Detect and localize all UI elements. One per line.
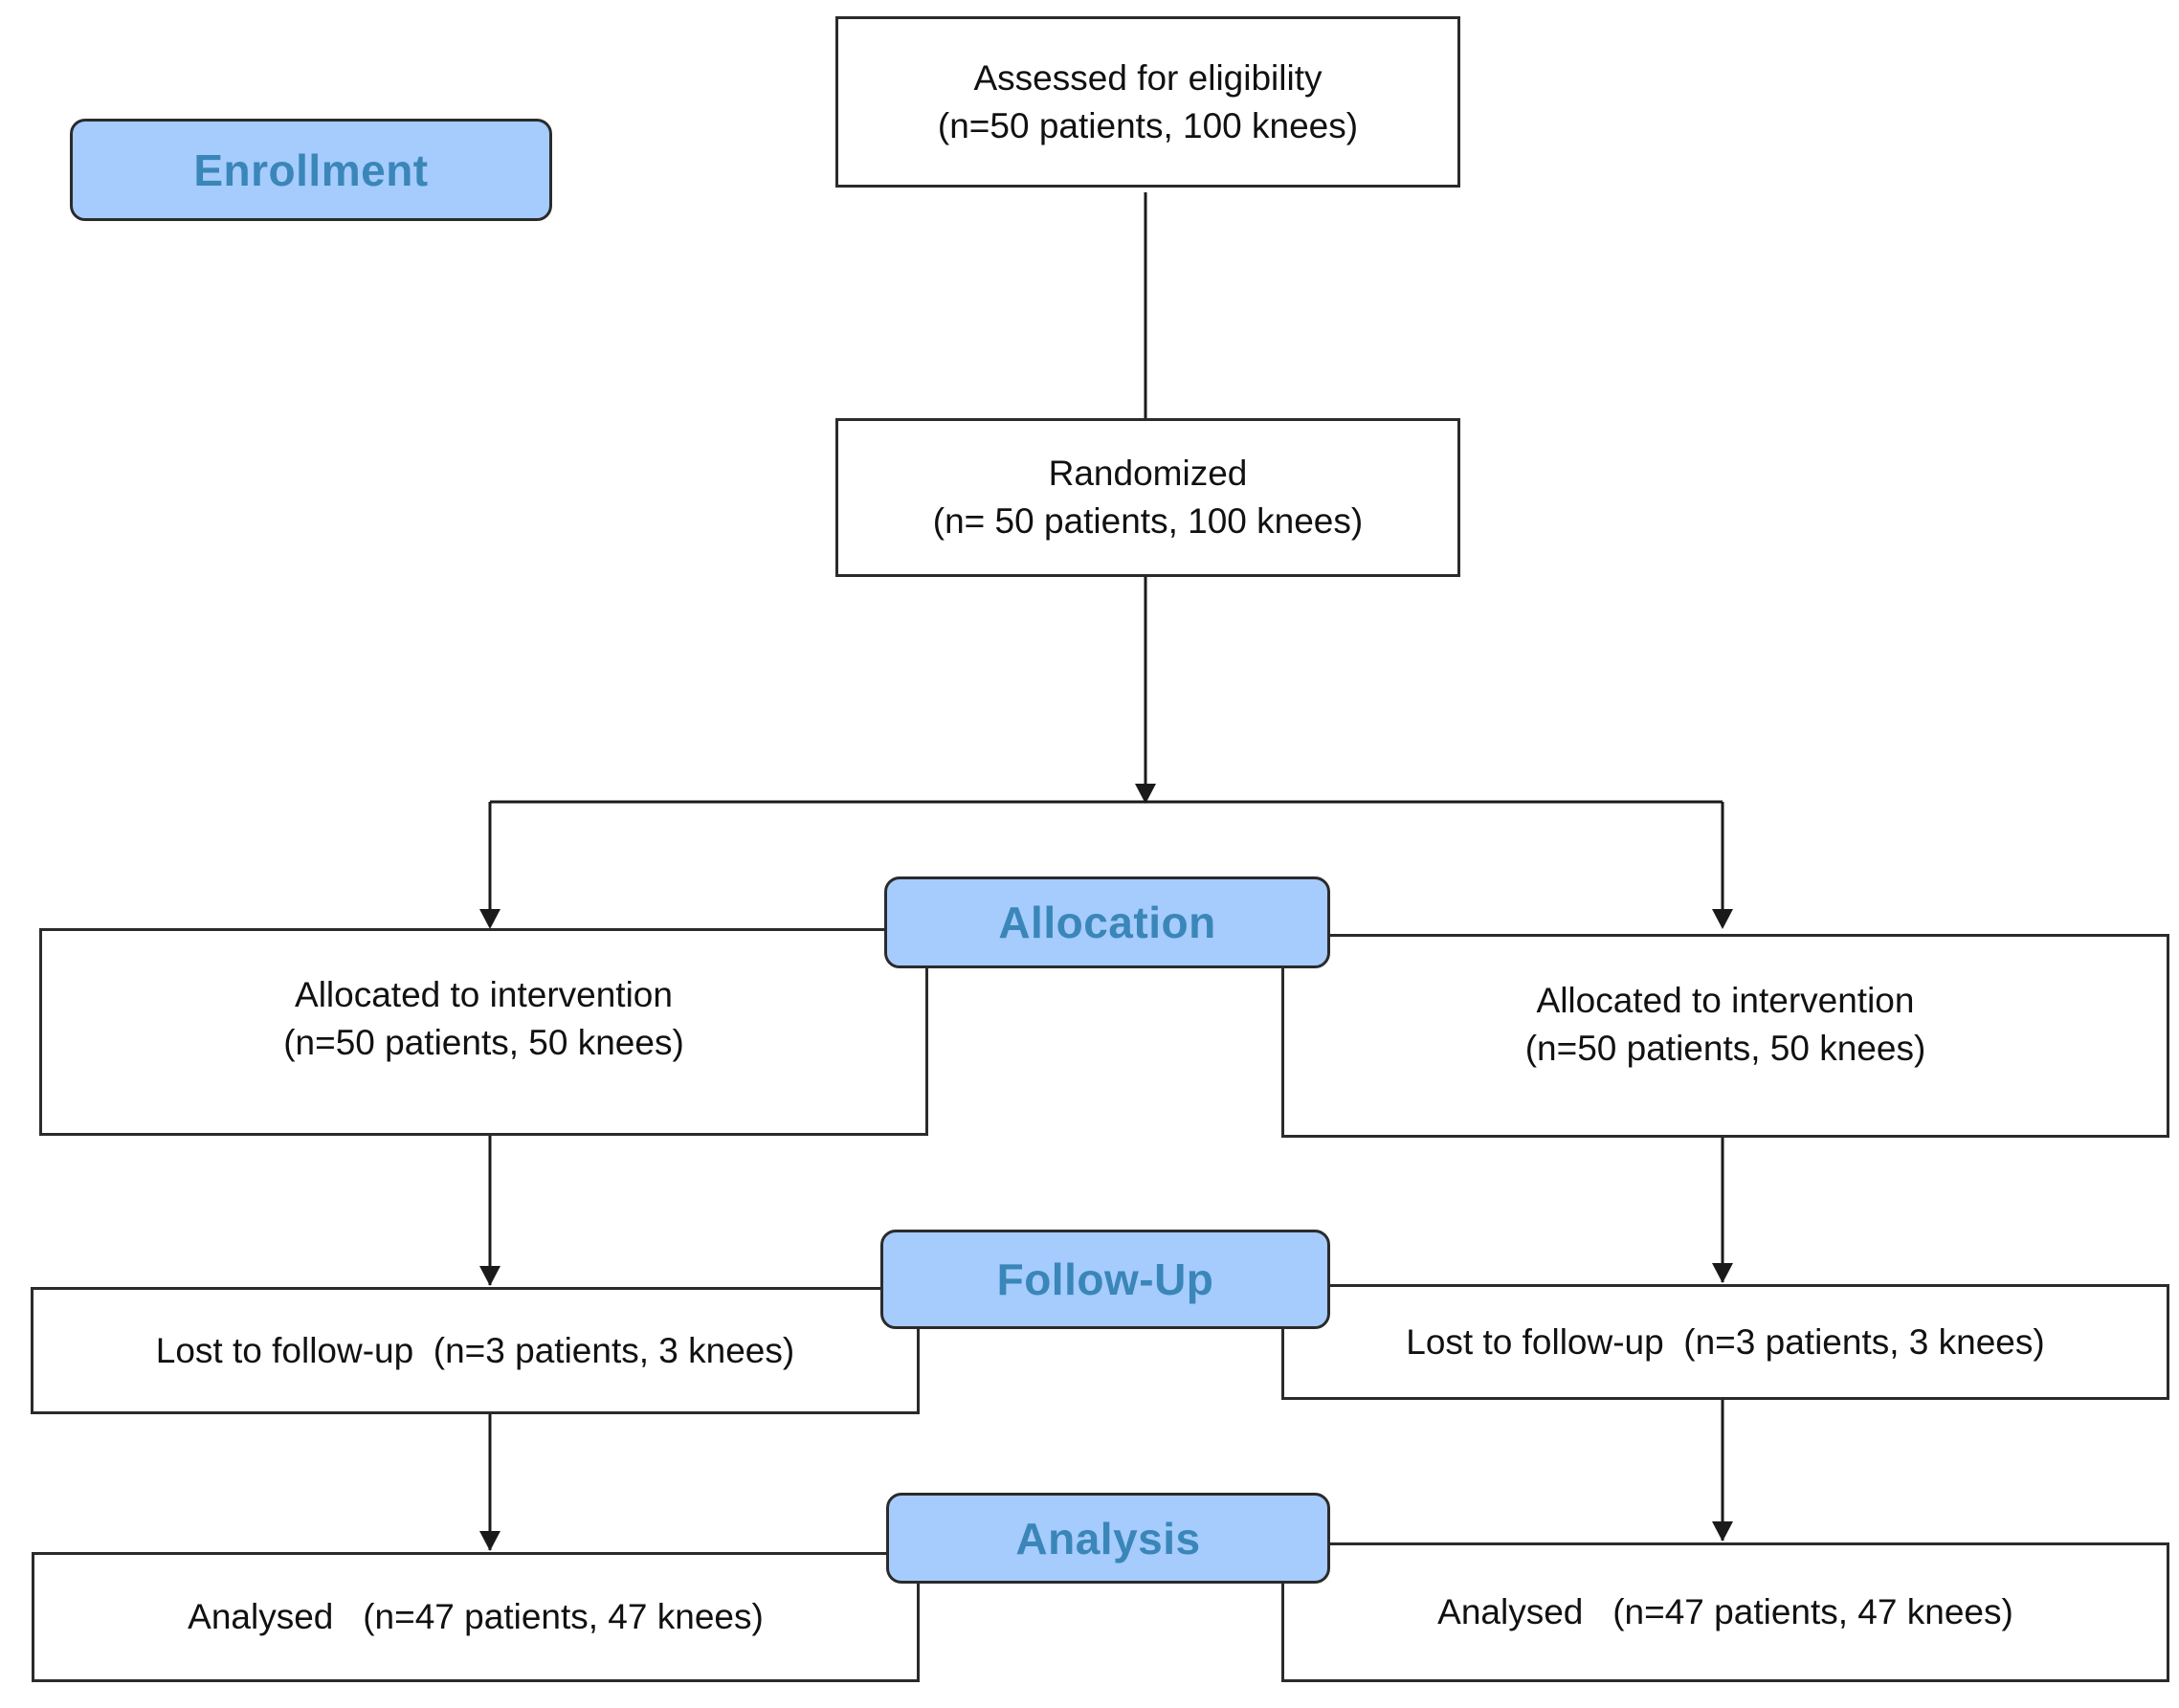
stage-allocation: Allocation <box>884 876 1330 968</box>
randomized-count: (n= 50 patients, 100 knees) <box>932 501 1364 541</box>
allocated-right-label: Allocated to intervention <box>1536 981 1915 1020</box>
arrowhead-allocated-left <box>479 909 500 929</box>
assessed-count: (n=50 patients, 100 knees) <box>937 105 1359 145</box>
lost-left-label: Lost to follow-up (n=3 patients, 3 knees… <box>155 1330 795 1370</box>
assessed-box: Assessed for eligibility (n=50 patients,… <box>835 16 1460 188</box>
stage-analysis: Analysis <box>886 1493 1330 1584</box>
allocated-left-label: Allocated to intervention <box>295 975 673 1014</box>
stage-follow-up: Follow-Up <box>880 1230 1330 1329</box>
arrowhead-lost-right <box>1712 1263 1733 1283</box>
lost-right-box: Lost to follow-up (n=3 patients, 3 knees… <box>1281 1284 2169 1400</box>
arrowhead-lost-left <box>479 1266 500 1286</box>
arrowhead-analysed-right <box>1712 1521 1733 1542</box>
randomized-box: Randomized (n= 50 patients, 100 knees) <box>835 418 1460 577</box>
arrowhead-allocated-right <box>1712 909 1733 929</box>
analysed-right-label: Analysed (n=47 patients, 47 knees) <box>1437 1592 2013 1631</box>
stage-enrollment: Enrollment <box>70 119 552 221</box>
analysed-left-box: Analysed (n=47 patients, 47 knees) <box>32 1552 920 1682</box>
lost-left-box: Lost to follow-up (n=3 patients, 3 knees… <box>31 1287 920 1414</box>
allocated-right-count: (n=50 patients, 50 knees) <box>1524 1029 1926 1068</box>
allocated-left-count: (n=50 patients, 50 knees) <box>283 1023 684 1062</box>
lost-right-label: Lost to follow-up (n=3 patients, 3 knees… <box>1406 1321 2045 1362</box>
allocated-right-box: Allocated to intervention (n=50 patients… <box>1281 934 2169 1138</box>
arrowhead-analysed-left <box>479 1531 500 1551</box>
arrowhead-split <box>1135 784 1156 804</box>
assessed-label: Assessed for eligibility <box>973 57 1323 98</box>
randomized-label: Randomized <box>1048 454 1248 493</box>
analysed-left-label: Analysed (n=47 patients, 47 knees) <box>188 1597 764 1636</box>
analysed-right-box: Analysed (n=47 patients, 47 knees) <box>1281 1542 2169 1682</box>
allocated-left-box: Allocated to intervention (n=50 patients… <box>39 928 928 1136</box>
